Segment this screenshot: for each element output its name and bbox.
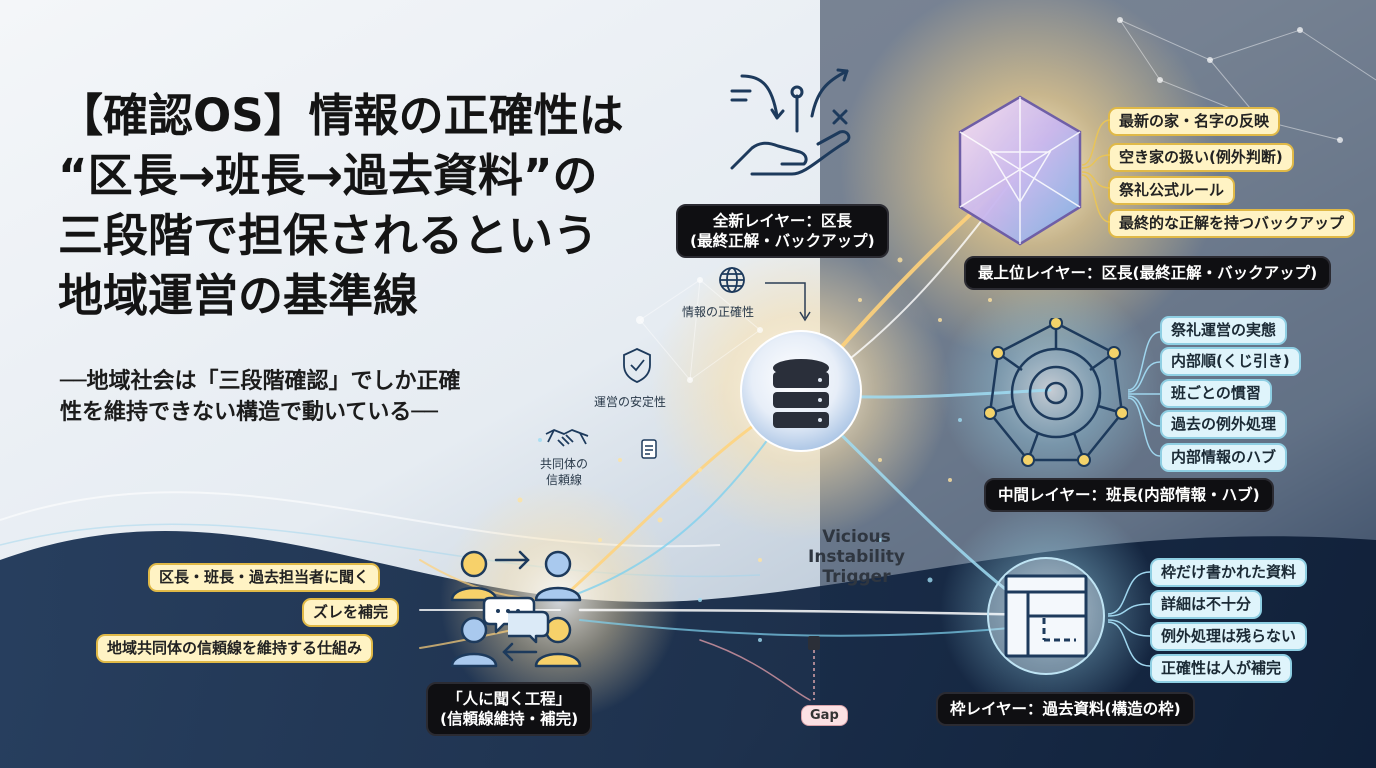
title-line: 【確認OS】情報の正確性は [58,89,624,142]
mid-layer-item: 班ごとの慣習 [1160,379,1272,408]
gap-label: Gap [801,705,848,726]
vicious-trigger-label: Vicious Instability Trigger [808,527,905,587]
vicious-line: Vicious [822,527,891,547]
crystal-gem-icon [958,95,1082,246]
left-label: 「人に聞く工程」 (信頼線維持・補完) [426,682,593,736]
mid-layer-item: 過去の例外処理 [1160,410,1288,439]
shield-check-icon [623,348,651,383]
arrow-icon [765,282,811,322]
top-center-label: 全新レイヤー：区長 (最終正解・バックアップ) [676,204,889,258]
people-chat-icon [450,550,582,668]
document-grid-icon [987,557,1105,675]
bottom-layer-item: 詳細は不十分 [1150,590,1263,619]
title-line: 三段階で担保されるという [58,209,599,262]
subtitle-line: ──地域社会は「三段階確認」でしか正確 [60,369,461,394]
bottom-layer-item: 例外処理は残らない [1150,622,1308,651]
network-hub-icon [984,318,1128,467]
bottom-layer-label: 枠レイヤー：過去資料(構造の枠) [936,692,1195,726]
mid-layer-item: 内部情報のハブ [1160,443,1288,472]
mid-layer-item: 内部順(くじ引き) [1160,347,1301,376]
connector-lines [1082,119,1111,223]
mid-layer-item: 祭礼運営の実態 [1160,316,1288,345]
community-label-line: 共同体の [540,457,589,471]
top-layer-item: 空き家の扱い(例外判断) [1108,143,1294,172]
left-item: ズレを補完 [302,598,400,627]
top-center-label-line: 全新レイヤー：区長 [712,212,852,230]
hand-arrows-icon [730,68,851,176]
connector-lines [1108,571,1151,667]
left-item: 区長・班長・過去担当者に聞く [148,563,381,592]
page-title: 【確認OS】情報の正確性は “区長→班長→過去資料”の 三段階で担保されるという… [58,86,658,326]
left-label-line: 「人に聞く工程」 [447,690,572,708]
top-center-label-line: (最終正解・バックアップ) [690,232,875,250]
left-item: 地域共同体の信頼線を維持する仕組み [96,634,374,663]
title-line: 地域運営の基準線 [58,269,419,322]
vicious-line: Instability [808,547,906,567]
handshake-icon [545,429,589,447]
connector-lines [1128,331,1161,457]
bottom-layer-item: 正確性は人が補完 [1150,654,1293,683]
info-accuracy-label: 情報の正確性 [682,305,755,319]
subtitle-line: 性を維持できない構造で動いている── [60,400,438,425]
subtitle: ──地域社会は「三段階確認」でしか正確 性を維持できない構造で動いている── [60,366,461,428]
community-label-line: 信頼線 [546,473,583,487]
globe-icon [719,267,745,293]
gap-marker-icon [808,636,820,700]
top-layer-item: 最終的な正解を持つバックアップ [1108,209,1356,238]
community-label: 共同体の 信頼線 [540,456,588,488]
mid-layer-label: 中間レイヤー：班長(内部情報・ハブ) [984,478,1274,512]
operation-stability-label: 運営の安定性 [594,395,667,409]
vicious-line: Trigger [822,567,891,587]
top-layer-label: 最上位レイヤー：区長(最終正解・バックアップ) [964,256,1332,290]
database-icon [740,330,862,452]
title-line: “区長→班長→過去資料”の [58,149,598,202]
bottom-layer-item: 枠だけ書かれた資料 [1150,558,1308,587]
top-layer-item: 祭礼公式ルール [1108,176,1236,205]
top-layer-item: 最新の家・名字の反映 [1108,107,1281,136]
document-icon [641,439,657,459]
left-label-line: (信頼線維持・補完) [440,710,579,728]
